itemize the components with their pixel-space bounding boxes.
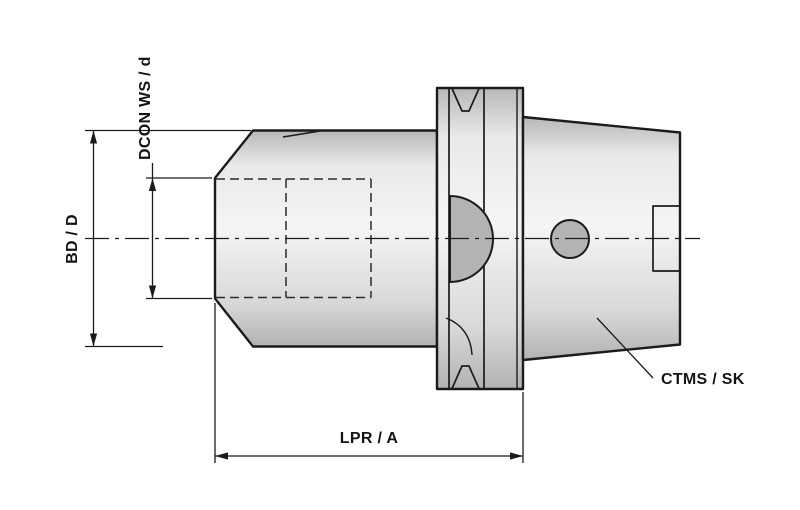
drive-slot: [449, 194, 494, 284]
dimension-clamp-diameter: DCON WS / d: [137, 56, 212, 300]
label-body-diameter: BD / D: [64, 214, 81, 264]
gripper-groove-top: [451, 88, 480, 112]
shank-outline: [521, 115, 682, 362]
label-projection-length: LPR / A: [340, 430, 399, 447]
dimension-body-diameter: BD / D: [64, 129, 251, 348]
label-shank-taper: CTMS / SK: [661, 371, 745, 388]
label-clamp-diameter: DCON WS / d: [137, 56, 154, 160]
tool-holder-body: [213, 86, 682, 391]
dimension-projection-length: LPR / A: [214, 303, 524, 463]
callout-shank-taper: CTMS / SK: [596, 317, 745, 388]
barrel-chamfer-edge: [282, 130, 321, 138]
flange-section-curve: [445, 317, 473, 356]
ctms-leader-line: [596, 317, 654, 379]
gripper-groove-bottom: [451, 365, 480, 389]
